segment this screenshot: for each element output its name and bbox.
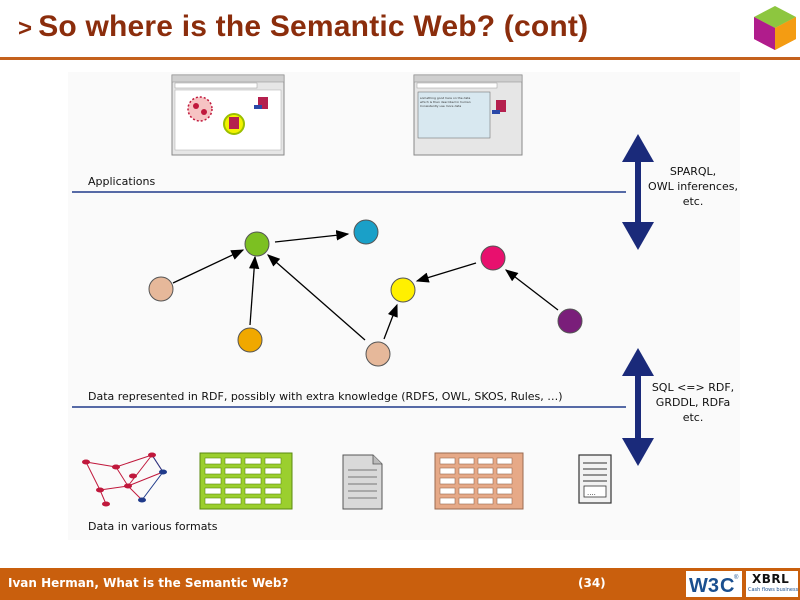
- page-number: (34): [578, 576, 606, 590]
- rdf-node-cyan: [353, 219, 379, 245]
- upper-double-arrow: [622, 134, 654, 250]
- rdf-node-magenta: [480, 245, 506, 271]
- svg-text:W3: W3: [689, 575, 719, 597]
- svg-text:Consistently use more data: Consistently use more data: [420, 104, 461, 108]
- xbrl-logo-icon: XBRL Cash flows business information: [746, 571, 800, 597]
- upper-arrow-label: SPARQL, OWL inferences, etc.: [646, 164, 740, 209]
- spreadsheet-tan-icon: [434, 452, 524, 510]
- formats-label: Data in various formats: [88, 520, 218, 533]
- rdf-node-green: [244, 231, 270, 257]
- data-representation-label: Data represented in RDF, possibly with e…: [88, 390, 563, 403]
- lower-double-arrow: [622, 348, 654, 466]
- rdf-node-tan-left: [148, 276, 174, 302]
- svg-text:C: C: [720, 575, 734, 597]
- w3c-logo-icon: W3 C ®: [686, 571, 742, 597]
- cube-logo-icon: [754, 6, 796, 50]
- network-graph-icon: [82, 452, 167, 507]
- title-text: So where is the Semantic Web? (cont): [38, 10, 589, 43]
- rdf-node-tan-bottom: [365, 341, 391, 367]
- rdf-node-yellow: [390, 277, 416, 303]
- browser-window-2: something good here on the data which is…: [413, 74, 523, 156]
- lower-arrow-line-3: etc.: [682, 411, 704, 424]
- upper-arrow-line-2: OWL inferences,: [648, 180, 738, 193]
- rdf-node-purple: [557, 308, 583, 334]
- form-page-icon: ....: [578, 454, 612, 504]
- applications-label: Applications: [88, 175, 156, 188]
- lower-arrow-line-2: GRDDL, RDFa: [655, 396, 731, 409]
- svg-text:something good here on the dat: something good here on the data: [420, 96, 470, 100]
- spreadsheet-green-icon: [199, 452, 293, 510]
- slide-title: >So where is the Semantic Web? (cont): [18, 10, 588, 44]
- title-prefix: >: [18, 15, 33, 42]
- semantic-web-diagram: something good here on the data which is…: [68, 72, 740, 540]
- title-rule: [0, 57, 800, 60]
- footer-author-title: Ivan Herman, What is the Semantic Web?: [8, 576, 289, 590]
- svg-text:....: ....: [587, 489, 596, 497]
- upper-arrow-line-3: etc.: [682, 195, 704, 208]
- rdf-node-orange: [237, 327, 263, 353]
- upper-arrow-line-1: SPARQL,: [669, 165, 717, 178]
- svg-text:®: ®: [734, 574, 739, 581]
- svg-text:which is then described in hum: which is then described in human: [420, 100, 471, 104]
- browser-window-1: [171, 74, 285, 156]
- lower-arrow-label: SQL <=> RDF, GRDDL, RDFa etc.: [648, 380, 738, 425]
- lower-arrow-line-1: SQL <=> RDF,: [651, 381, 735, 394]
- document-icon: [342, 454, 383, 510]
- footer-bar: Ivan Herman, What is the Semantic Web? (…: [0, 568, 800, 600]
